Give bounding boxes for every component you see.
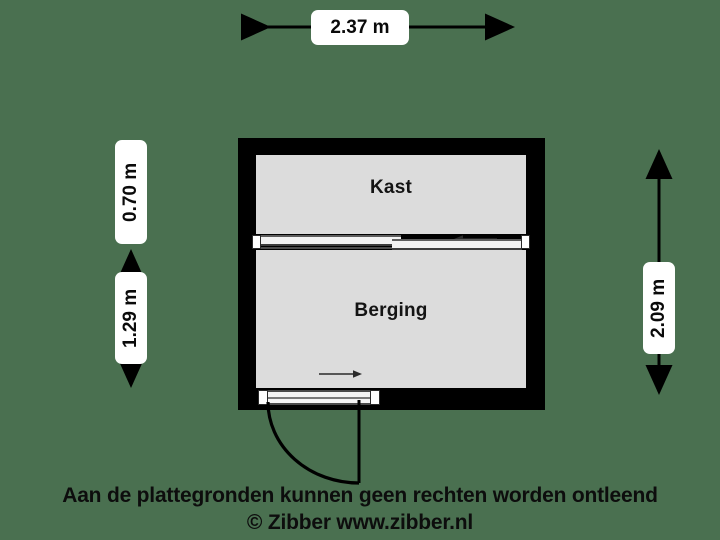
room-label-berging: Berging	[354, 300, 428, 321]
dimension-label-left-bottom: 1.29 m	[115, 272, 147, 364]
sliding-door-jamb-right	[521, 235, 530, 249]
dimension-label-right: 2.09 m	[643, 262, 675, 354]
entry-door[interactable]	[258, 388, 380, 408]
sliding-door-panel-left[interactable]	[261, 235, 401, 246]
slide-arrow-berging	[319, 370, 362, 378]
floor-plan: Kast Berging	[238, 138, 545, 410]
footer-line-1: Aan de plattegronden kunnen geen rechten…	[62, 484, 658, 507]
sliding-door-jamb-left	[252, 235, 261, 249]
dimension-label-left-top: 0.70 m	[115, 140, 147, 244]
sliding-door-track	[261, 247, 521, 249]
footer-line-2: © Zibber www.zibber.nl	[246, 511, 474, 534]
room-label-kast: Kast	[370, 177, 412, 198]
room-berging: Berging	[256, 250, 526, 388]
entry-door-jamb-right	[370, 390, 380, 405]
entry-door-jamb-left	[258, 390, 268, 405]
room-kast: Kast	[256, 155, 526, 243]
sliding-door-interior[interactable]	[252, 234, 530, 250]
entry-door-swing-arc	[266, 400, 361, 485]
entry-door-leaf[interactable]	[268, 390, 370, 405]
sliding-door-panel-right[interactable]	[392, 239, 522, 250]
dimension-label-top: 2.37 m	[311, 10, 409, 45]
footer-disclaimer: Aan de plattegronden kunnen geen rechten…	[0, 482, 720, 536]
